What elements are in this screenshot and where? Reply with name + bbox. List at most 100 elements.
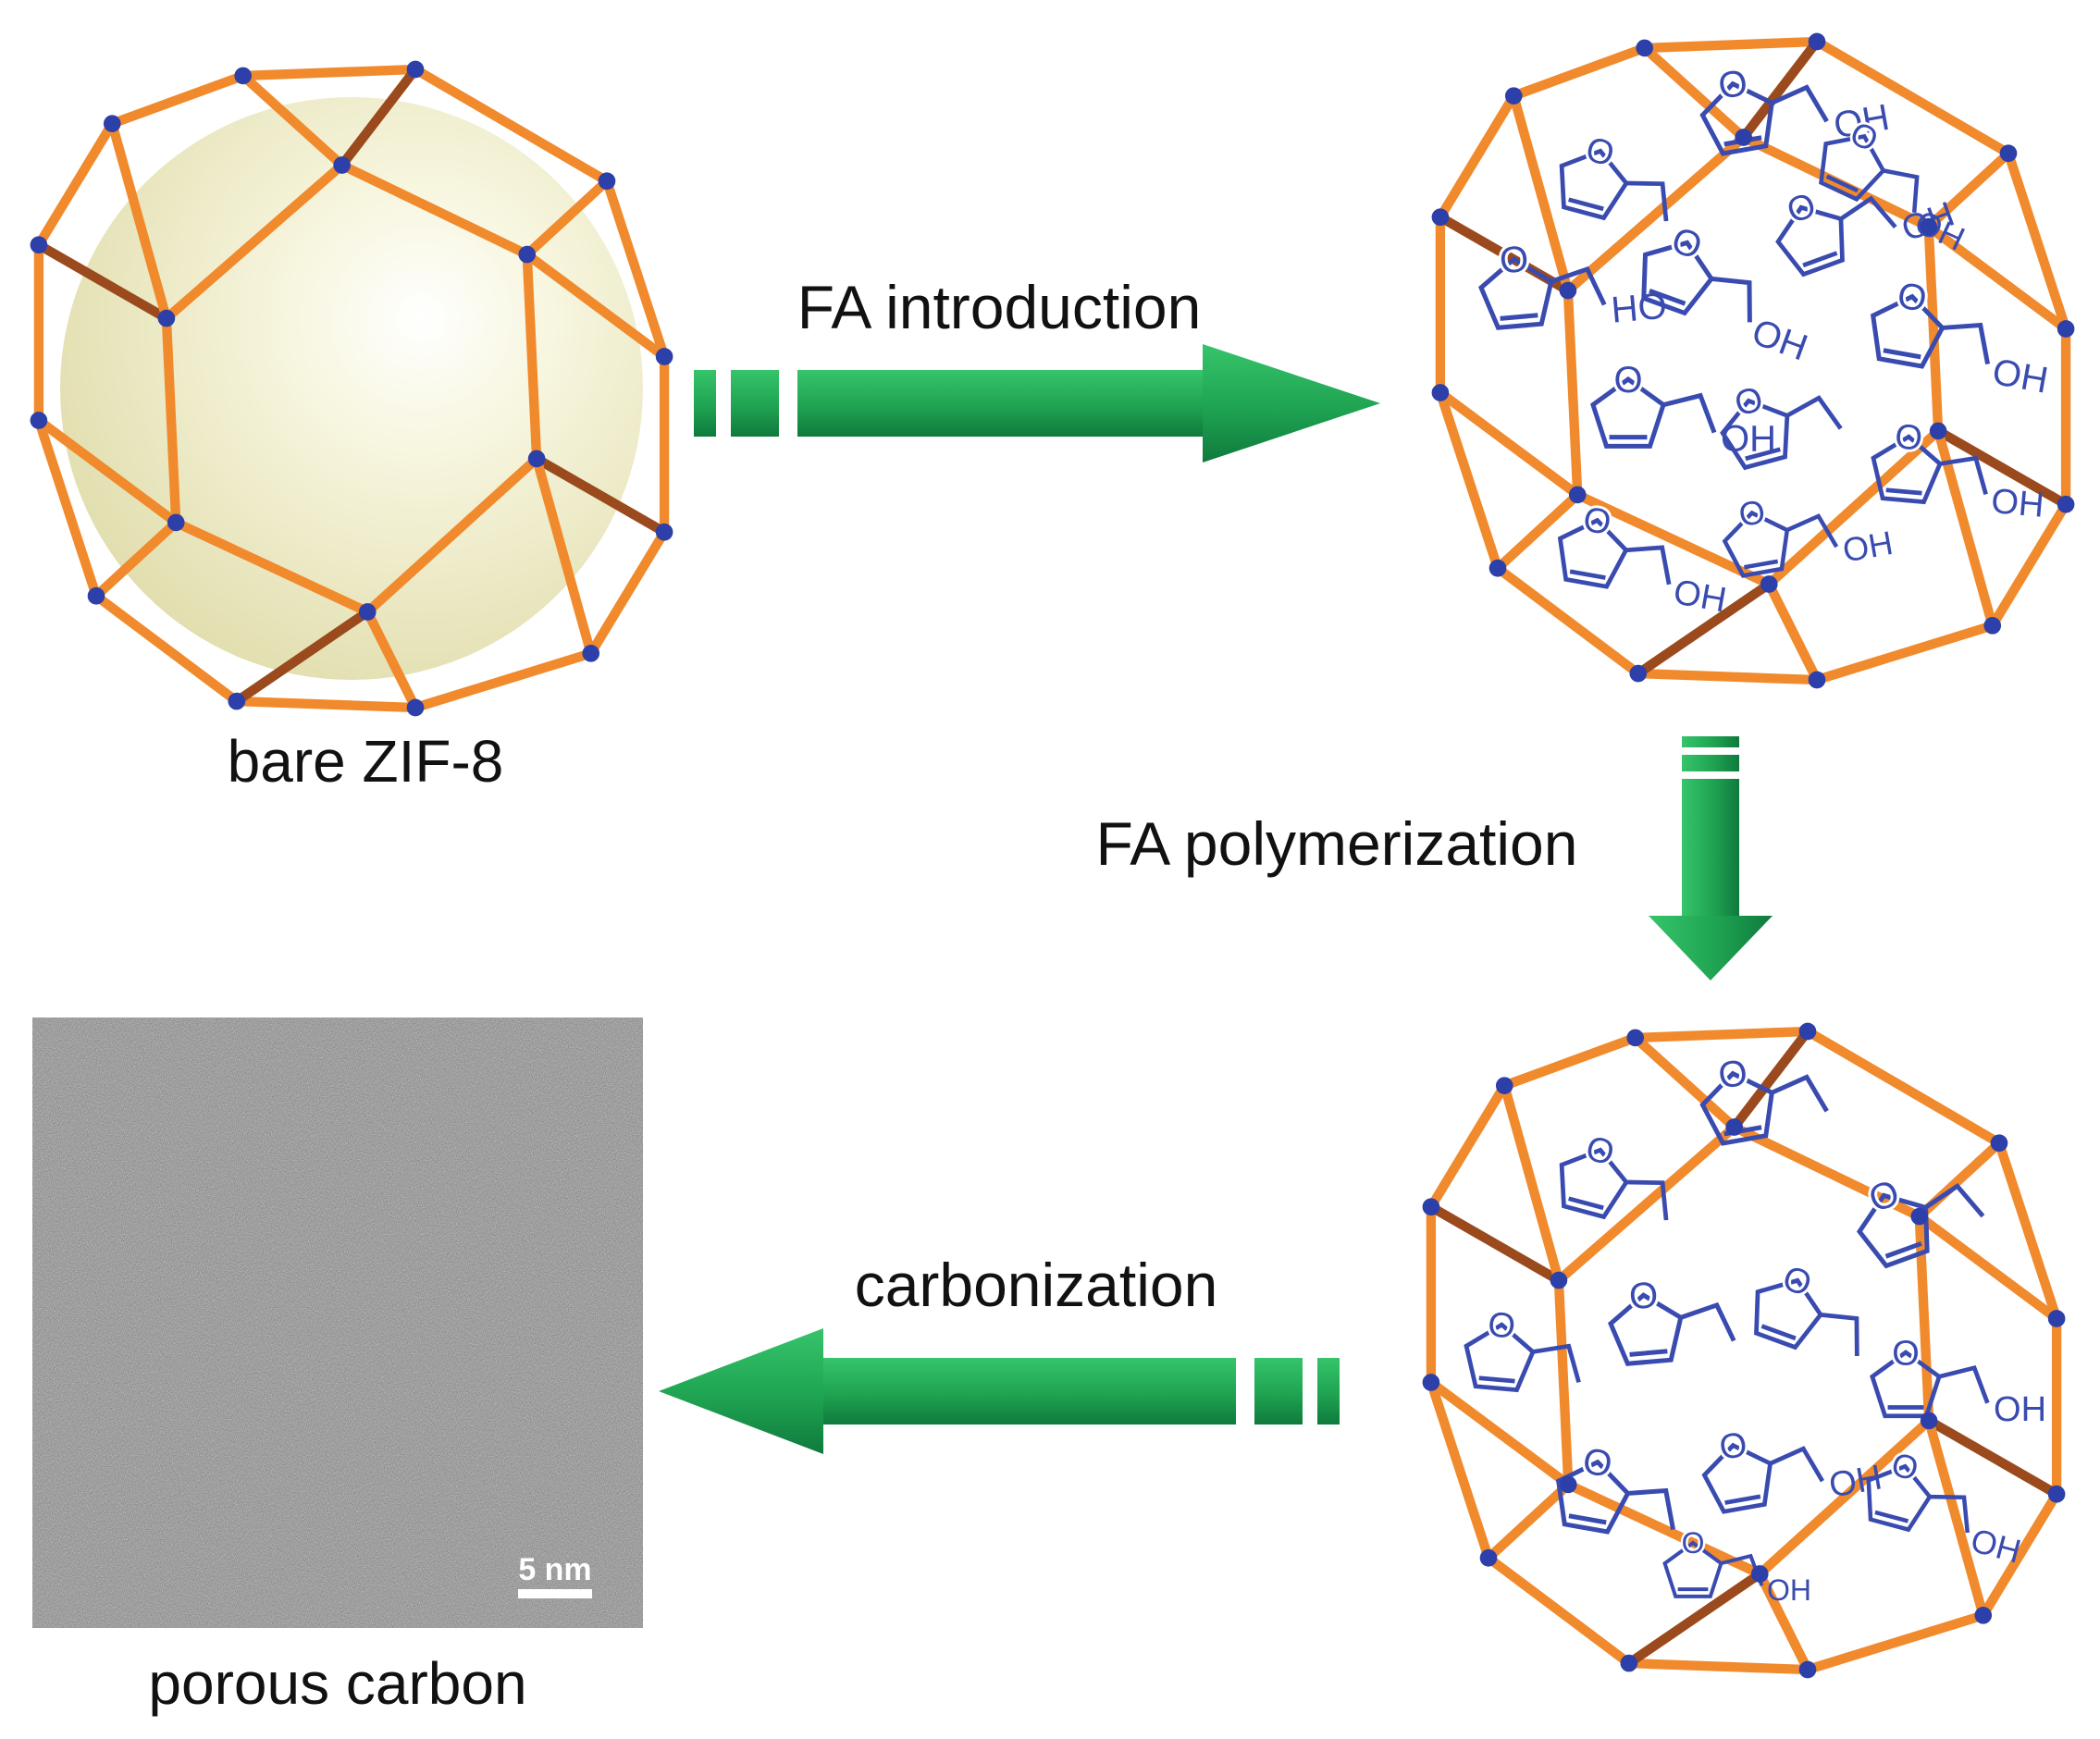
oxygen-atom: O (1682, 1526, 1705, 1560)
cage-edge (522, 249, 670, 362)
cage-edge (1764, 579, 1822, 685)
cage-node (234, 67, 253, 85)
scale-bar (518, 1589, 592, 1598)
cage-node (1735, 129, 1752, 146)
carbonization-label: carbonization (855, 1251, 1218, 1319)
cage-edge (1923, 221, 1944, 437)
cage-edge (231, 607, 373, 707)
oxygen-atom: O (1715, 1052, 1750, 1097)
cage-edge (522, 176, 612, 260)
cage-node (1550, 1271, 1568, 1289)
cage-node (2057, 495, 2075, 513)
cage-edge (363, 453, 542, 617)
cage-frame (33, 64, 670, 713)
cage-edge (1553, 1275, 1574, 1490)
cage-edge (238, 64, 421, 81)
cage-edge (1811, 36, 2014, 158)
furan-ring: OOH (1557, 498, 1729, 620)
cage-edge (1435, 91, 1519, 222)
cage-edge (1435, 388, 1583, 500)
cage-node (228, 692, 246, 710)
hydroxyl-group: OH (1990, 482, 2045, 525)
cage-edge (1987, 500, 2071, 631)
furan-ring: O OH (1870, 272, 2051, 401)
carbonization-arrow (659, 1328, 1340, 1454)
cage-edge (337, 64, 421, 170)
hydroxyl-group: OH (1826, 1458, 1884, 1505)
cage-edge (1630, 1032, 1739, 1132)
fa-polymerization-arrow (1649, 736, 1773, 980)
cage-node (167, 513, 185, 532)
cage-node (2057, 320, 2075, 338)
cage-edge (1500, 1080, 1564, 1286)
furan-ring: O (1559, 128, 1669, 222)
cage-edge (33, 415, 102, 601)
furan-ring: O (1608, 1272, 1736, 1366)
furan-ring: O (1464, 1302, 1581, 1393)
cage-edge (410, 648, 596, 713)
cage-node (1479, 1548, 1498, 1567)
cage-node (527, 450, 546, 468)
fa-introduced-cage: OOHOOHOOOHOOHOOHOOHOOOHOOHOOHOOH (1431, 32, 2075, 689)
cage-node (1808, 32, 1826, 51)
cage-edge (171, 517, 373, 617)
cage-node (1620, 1654, 1638, 1672)
cage-node (1489, 559, 1507, 577)
cage-edge (107, 70, 248, 129)
cage-edge (1755, 1569, 1813, 1675)
furan-ring: OOH (1590, 357, 1776, 460)
cage-node (1983, 617, 2002, 635)
cage-node (1929, 422, 1947, 440)
cage-nodes (1422, 1022, 2066, 1679)
cage-edge (1563, 132, 1748, 296)
cage-node (157, 309, 176, 327)
oxygen-atom: O (1487, 1305, 1517, 1346)
cage-edge (1630, 1026, 1813, 1043)
cage-edge (1914, 1211, 2062, 1324)
cage-edge (238, 70, 347, 170)
cage-edge (410, 64, 612, 186)
cage-node (103, 115, 121, 132)
cage-edge (107, 118, 172, 324)
oxygen-atom: O (1895, 275, 1930, 320)
cage-edge (586, 527, 670, 659)
cage-edge (1500, 1032, 1640, 1091)
cage-edge (1624, 1658, 1813, 1675)
cage-edge (1978, 1489, 2062, 1621)
cage-node (1629, 664, 1648, 683)
porous-carbon-tem-image: 5 nm (32, 1018, 643, 1628)
cage-node (1990, 1134, 2008, 1153)
furan-ring: OOH (1701, 1423, 1885, 1514)
cage-node (1504, 87, 1523, 105)
cage-edge (1624, 1569, 1765, 1669)
cage-edge (33, 415, 181, 528)
oxygen-atom: O (1580, 1440, 1615, 1486)
cage-node (406, 698, 425, 717)
cage-edge (1923, 221, 2071, 334)
hydroxyl-group: OH (1840, 524, 1896, 570)
fa-polymerization-label: FA polymerization (1096, 809, 1578, 878)
cage-node (655, 523, 673, 541)
oxygen-atom: O (1627, 1275, 1660, 1318)
fa-molecules: OOHOOHOOOHOOHOOHOOHOOOHOOHOOHOOH (1478, 59, 2051, 620)
cage-edge (161, 160, 347, 324)
cage-nodes (30, 60, 673, 717)
scale-bar-label: 5 nm (518, 1552, 591, 1587)
cage-node (87, 586, 105, 605)
hydroxyl-group: OH (1671, 573, 1729, 620)
cage-edge (161, 313, 181, 528)
hydroxyl-group: OH (1989, 352, 2051, 401)
furan-ring: OHO (1478, 236, 1668, 331)
cage-node (1999, 144, 2018, 163)
cage-node (358, 603, 377, 621)
oxygen-atom: O (1715, 62, 1750, 107)
cage-edge (1492, 563, 1643, 679)
cage-edge (1802, 1610, 1988, 1675)
furan-ring: OOH (1871, 414, 2045, 525)
cage-node (1495, 1077, 1513, 1094)
cage-node (1808, 671, 1826, 689)
cage-node (1920, 217, 1938, 236)
cage-node (1559, 1475, 1577, 1494)
cage-node (1798, 1660, 1817, 1679)
